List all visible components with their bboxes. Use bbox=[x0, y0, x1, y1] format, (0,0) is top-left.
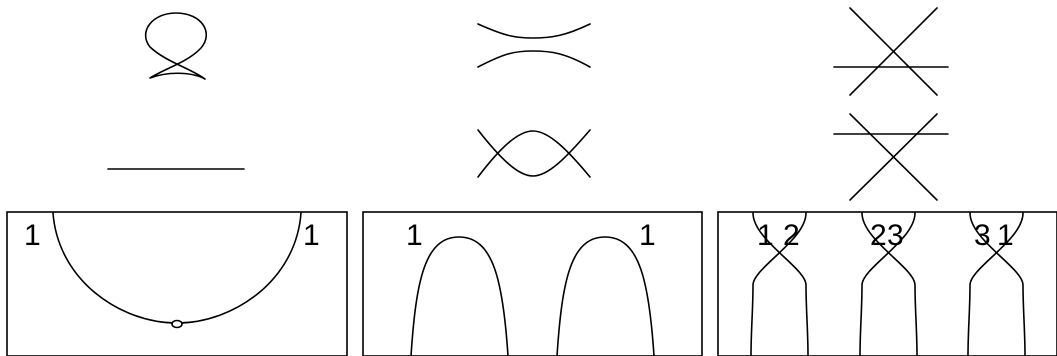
upper-arc-top bbox=[477, 23, 591, 39]
panel-1-basepoint bbox=[171, 319, 183, 329]
panel-3-label-6: 1 bbox=[997, 219, 1014, 252]
panel-3-twist-2-b bbox=[859, 212, 916, 356]
lower-arc-over bbox=[477, 129, 591, 177]
panel-3-twist-3-b bbox=[967, 212, 1024, 356]
move-1-kink bbox=[107, 12, 245, 170]
panel-1-frame bbox=[6, 211, 348, 356]
panel-2: 1 1 bbox=[362, 211, 703, 356]
move-2-two-strands bbox=[477, 23, 591, 178]
panel-3-frame bbox=[717, 211, 1057, 356]
panel-3-twist-2-a bbox=[861, 212, 918, 356]
panel-3: 1 2 2 3 3 1 bbox=[717, 211, 1057, 356]
panel-2-label-left: 1 bbox=[406, 219, 423, 252]
panel-3-twist-3-a bbox=[969, 212, 1026, 356]
diag-strand-4 bbox=[849, 113, 938, 201]
move-3-triangle bbox=[833, 7, 949, 201]
panel-1: 1 1 bbox=[6, 211, 348, 356]
panel-2-frame bbox=[362, 211, 703, 356]
panel-2-left-arch bbox=[410, 236, 509, 356]
panel-3-label-2: 2 bbox=[783, 219, 800, 252]
panel-3-twist-1-a bbox=[752, 212, 809, 356]
kink-loop bbox=[144, 12, 207, 80]
panel-3-label-5: 3 bbox=[974, 219, 991, 252]
panel-3-label-1: 1 bbox=[757, 219, 774, 252]
panel-1-label-left: 1 bbox=[24, 219, 41, 252]
panel-2-label-right: 1 bbox=[639, 219, 656, 252]
diag-strand-2 bbox=[849, 7, 938, 96]
panel-3-label-3: 2 bbox=[870, 219, 887, 252]
panel-1-label-right: 1 bbox=[303, 219, 320, 252]
panel-1-semicircle bbox=[52, 212, 302, 324]
panel-2-right-arch bbox=[556, 236, 655, 356]
upper-arc-bottom bbox=[477, 50, 591, 68]
panel-3-twist-1-b bbox=[750, 212, 807, 356]
panel-3-label-4: 3 bbox=[887, 219, 904, 252]
lower-arc-under bbox=[477, 130, 591, 178]
